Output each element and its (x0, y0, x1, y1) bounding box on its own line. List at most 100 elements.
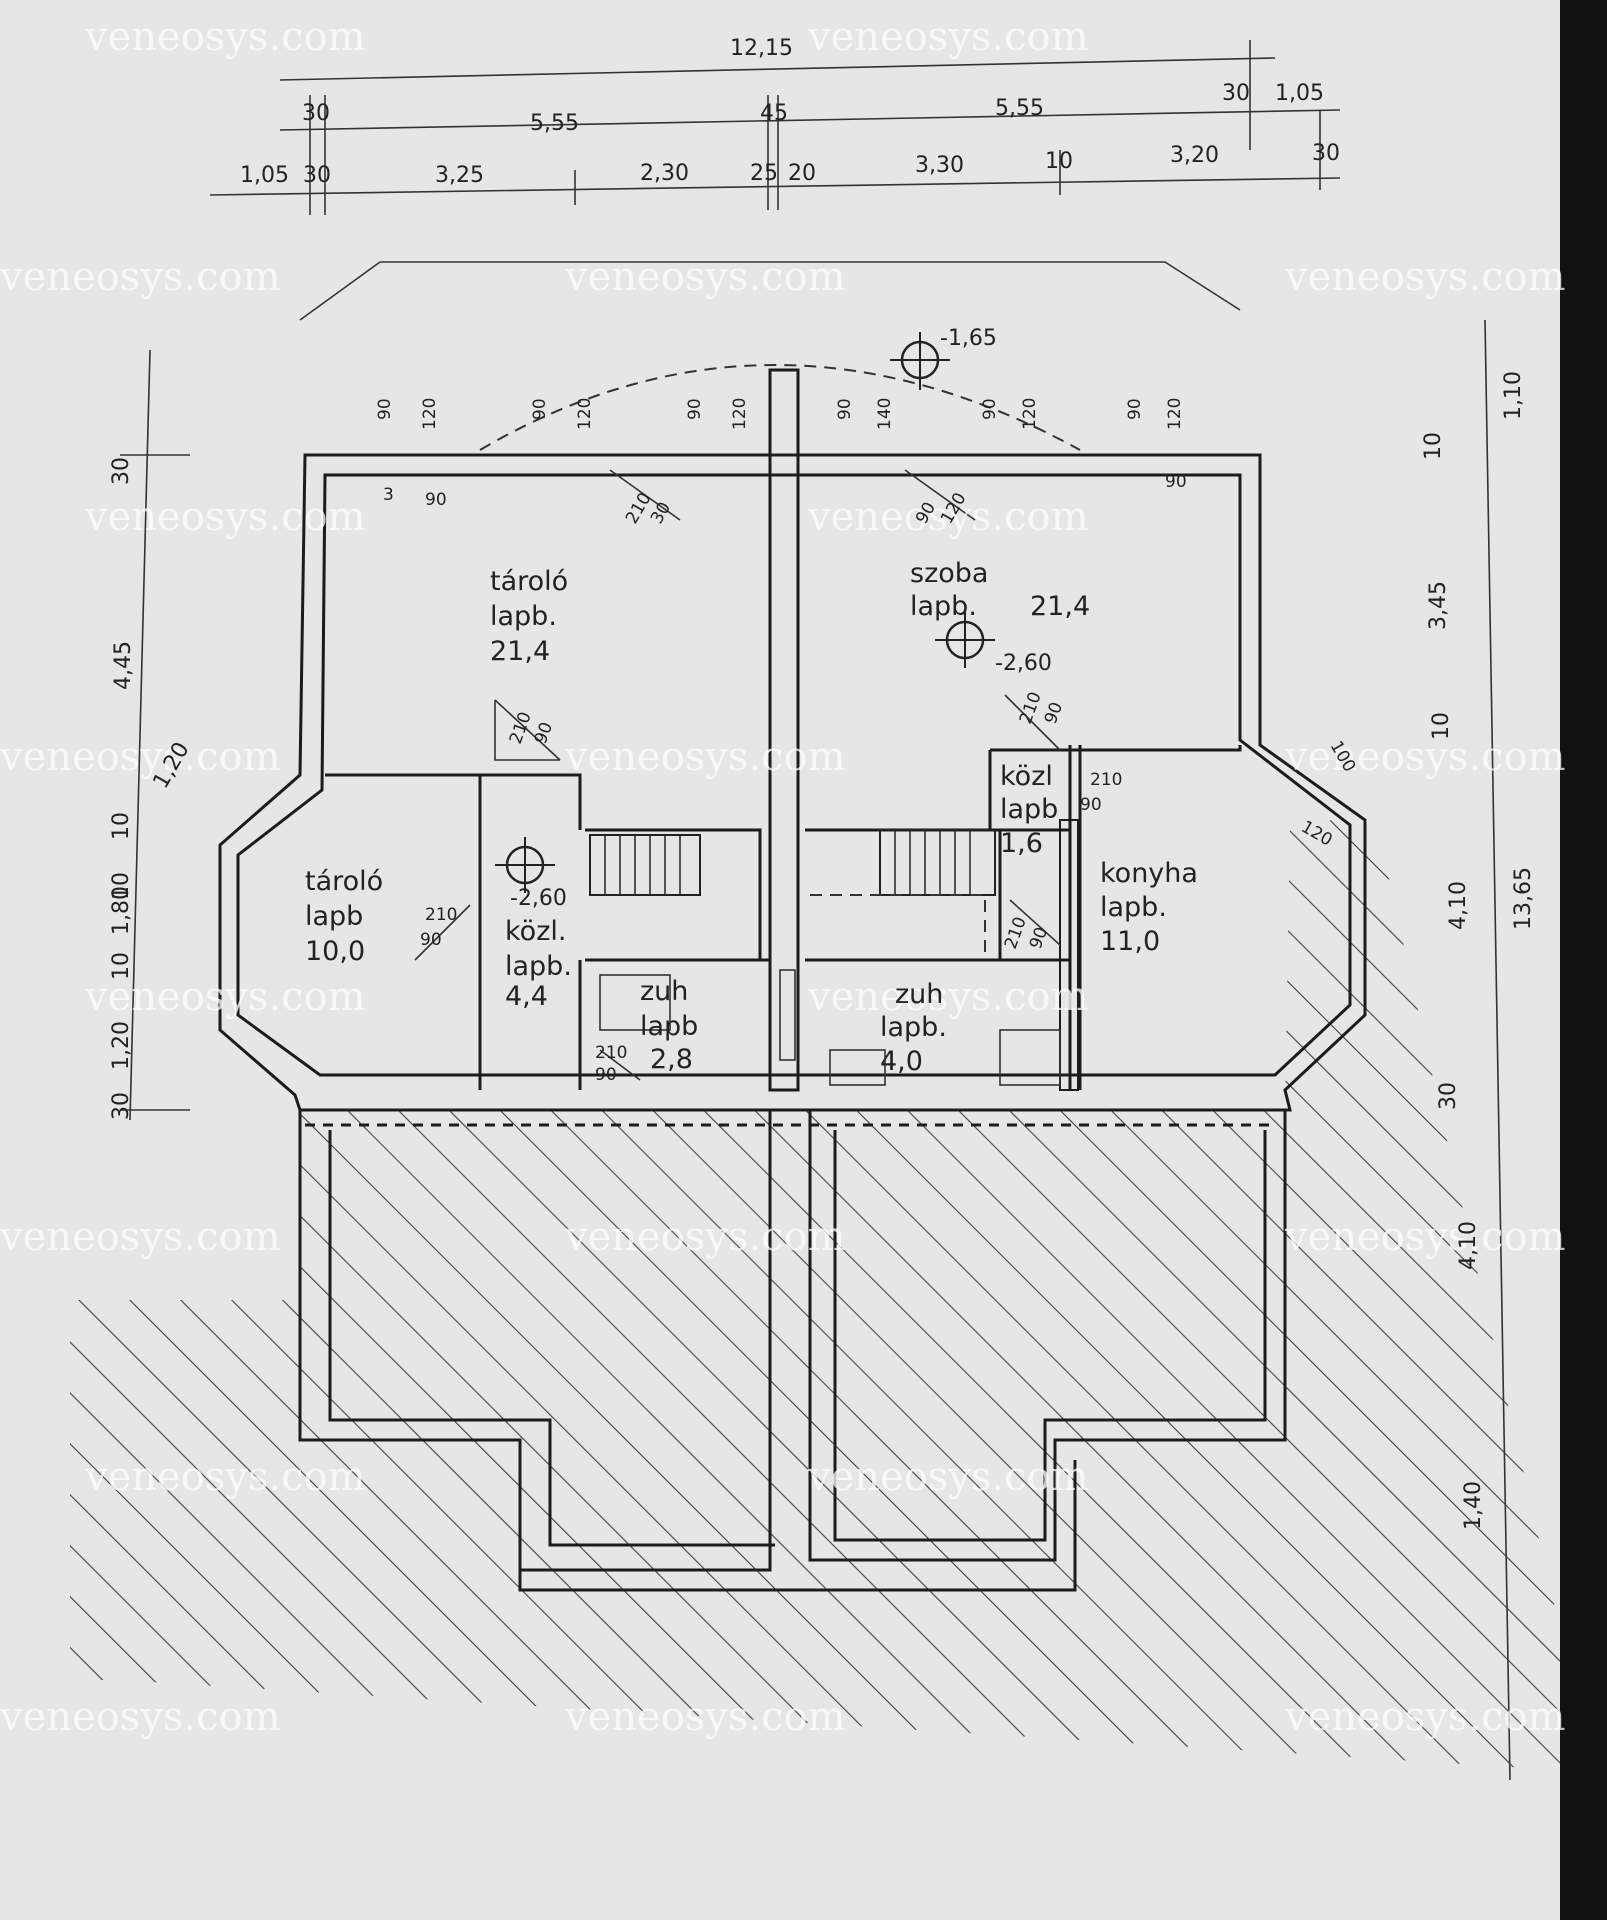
opening-labels: 90 120 90 120 90 120 90 140 90 120 90 12… (375, 398, 1185, 430)
dim-label: 45 (760, 101, 788, 126)
dim-label: 210 (1090, 770, 1122, 790)
watermark: veneosys.com (0, 1694, 281, 1740)
room-area: 1,6 (1000, 828, 1043, 859)
dim-label: 5,55 (530, 111, 579, 136)
dim-label: 90 (685, 398, 705, 420)
room-unit: lapb. (490, 601, 557, 632)
room-unit: lapb (1000, 794, 1058, 825)
hatched-ground (70, 815, 1560, 1770)
dim-label: 90 (1165, 472, 1187, 492)
dim-label: 4,45 (111, 641, 136, 690)
dim-label: 10 (109, 952, 134, 980)
room-name: konyha (1100, 858, 1198, 889)
watermark: veneosys.com (1284, 1694, 1566, 1740)
watermark: veneosys.com (807, 1454, 1089, 1500)
dim-label: 3 (383, 485, 394, 505)
dim-label: 140 (875, 398, 895, 430)
level-marker-hall (495, 837, 555, 893)
room-name: zuh (895, 979, 943, 1010)
door-swings (414, 469, 1061, 1081)
room-unit: lapb. (505, 951, 572, 982)
dim-label: 90 (375, 398, 395, 420)
dim-label: 210 (595, 1043, 627, 1063)
room-area: 21,4 (490, 636, 550, 667)
dim-label: 30 (1222, 81, 1250, 106)
dim-label: 1,05 (1275, 81, 1324, 106)
dim-label: 30 (1436, 1082, 1461, 1110)
dim-label: 3,30 (915, 153, 964, 178)
watermark: veneosys.com (0, 1214, 281, 1260)
dim-label: 3,45 (1426, 581, 1451, 630)
arc-dashed (479, 364, 1081, 451)
watermark: veneosys.com (84, 1454, 366, 1500)
level-label-hall: -2,60 (510, 886, 567, 911)
dim-label: 3,25 (435, 163, 484, 188)
room-area: 2,8 (650, 1044, 693, 1075)
watermark: veneosys.com (0, 254, 281, 300)
dim-label: 90 (980, 398, 1000, 420)
room-name: közl (1000, 761, 1053, 792)
dim-label: 90 (1125, 398, 1145, 420)
dim-label: 20 (788, 161, 816, 186)
dim-label: 30 (109, 1092, 134, 1120)
dim-label: 10 (1421, 432, 1446, 460)
watermarks: veneosys.com veneosys.com veneosys.com v… (0, 14, 1566, 1740)
room-unit: lapb (640, 1011, 698, 1042)
watermark: veneosys.com (84, 494, 366, 540)
watermark: veneosys.com (84, 974, 366, 1020)
dim-label: 90 (530, 398, 550, 420)
right-dimensions: 1,10 10 3,45 10 4,10 13,65 30 4,10 1,40 (1421, 371, 1536, 1530)
dim-label: 3,20 (1170, 143, 1219, 168)
dim-label: 90 (1080, 795, 1102, 815)
level-label-room: -2,60 (995, 651, 1052, 676)
room-name: tároló (305, 866, 383, 897)
watermark: veneosys.com (807, 14, 1089, 60)
dim-label: 90 (425, 490, 447, 510)
dim-label: 30 (302, 101, 330, 126)
room-name: zuh (640, 976, 688, 1007)
watermark: veneosys.com (84, 14, 366, 60)
room-unit: lapb. (910, 591, 977, 622)
dim-label: 13,65 (1511, 867, 1536, 930)
level-marker-top (890, 332, 950, 390)
watermark: veneosys.com (1284, 254, 1566, 300)
dim-total: 12,15 (730, 36, 793, 61)
watermark: veneosys.com (564, 254, 846, 300)
fixtures (599, 969, 1061, 1086)
watermark: veneosys.com (0, 734, 281, 780)
room-area: 4,0 (880, 1046, 923, 1077)
main-walls (218, 368, 1367, 1127)
dim-label: 120 (1020, 398, 1040, 430)
dim-label: 1,40 (1461, 1481, 1486, 1530)
lower-outline (298, 1110, 1287, 1592)
dim-label: 210 (425, 905, 457, 925)
room-unit: lapb. (880, 1012, 947, 1043)
dim-label: 30 (109, 457, 134, 485)
room-area: 11,0 (1100, 926, 1160, 957)
room-name: szoba (910, 558, 988, 589)
dim-label: 10 (1045, 149, 1073, 174)
dim-label: 1,10 (1501, 371, 1526, 420)
watermark: veneosys.com (807, 494, 1089, 540)
dim-label: 4,10 (1446, 881, 1471, 930)
watermark: veneosys.com (1284, 1214, 1566, 1260)
dim-label: 90 (595, 1065, 617, 1085)
paper-edge-shadow (1560, 0, 1607, 1920)
room-unit: lapb (305, 901, 363, 932)
room-unit: lapb. (1100, 892, 1167, 923)
dim-label: 4,10 (1456, 1221, 1481, 1270)
dim-label: 25 (750, 161, 778, 186)
room-area: 4,4 (505, 981, 548, 1012)
room-area: 10,0 (305, 936, 365, 967)
dim-label: 120 (730, 398, 750, 430)
watermark: veneosys.com (807, 974, 1089, 1020)
level-label-top: -1,65 (940, 326, 997, 351)
dim-label: 120 (1165, 398, 1185, 430)
stairs (589, 829, 996, 960)
room-name: tároló (490, 566, 568, 597)
watermark: veneosys.com (564, 734, 846, 780)
dim-label: 10 (1429, 712, 1454, 740)
dim-label: 30 (303, 163, 331, 188)
dimension-lines (120, 40, 1511, 1781)
